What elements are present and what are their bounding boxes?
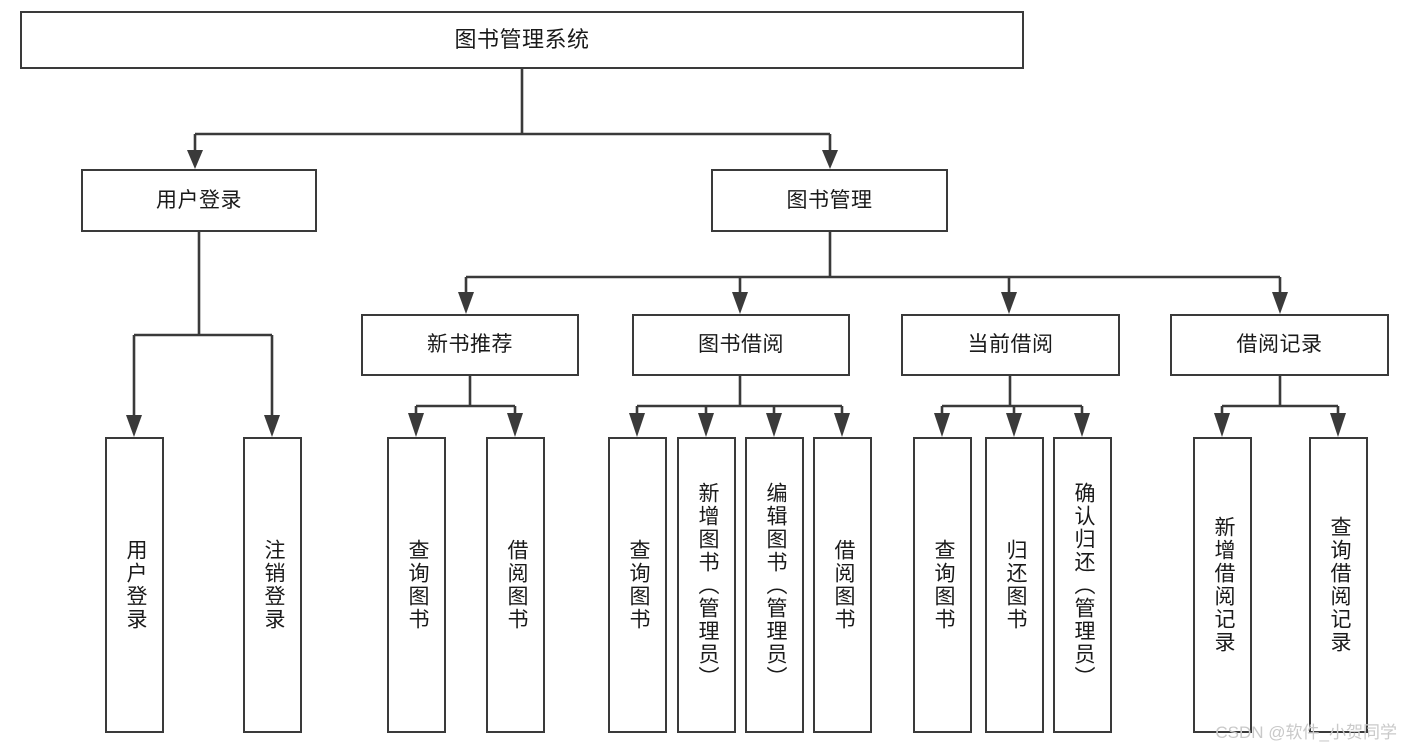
node-root-system[interactable]: 图书管理系统 [20,11,1024,69]
node-leaf-logout-login[interactable]: 注销登录 [243,437,302,733]
node-current-borrow[interactable]: 当前借阅 [901,314,1120,376]
node-label: 查询图书 [931,539,955,631]
node-leaf-return-book[interactable]: 归还图书 [985,437,1044,733]
node-label: 用户登录 [156,188,242,212]
node-leaf-query-book-current[interactable]: 查询图书 [913,437,972,733]
node-label: 借阅图书 [504,539,528,631]
node-leaf-user-login[interactable]: 用户登录 [105,437,164,733]
node-leaf-add-borrow-record[interactable]: 新增借阅记录 [1193,437,1252,733]
watermark-text: CSDN @软件_小贺同学 [1215,723,1397,742]
node-borrow-record[interactable]: 借阅记录 [1170,314,1389,376]
node-label: 图书管理 [786,188,873,212]
node-label: 归还图书 [1003,539,1027,631]
node-label: 图书借阅 [698,333,784,357]
node-leaf-confirm-return-admin[interactable]: 确认归还（管理员） [1053,437,1112,733]
node-leaf-query-borrow-record[interactable]: 查询借阅记录 [1309,437,1368,733]
node-label: 借阅记录 [1236,333,1323,357]
node-leaf-borrow-book-recommend[interactable]: 借阅图书 [486,437,545,733]
node-book-borrow[interactable]: 图书借阅 [632,314,850,376]
node-leaf-edit-book-admin[interactable]: 编辑图书（管理员） [745,437,804,733]
node-book-management[interactable]: 图书管理 [711,169,948,232]
node-user-login[interactable]: 用户登录 [81,169,317,232]
node-label: 编辑图书（管理员） [763,481,787,689]
node-label: 新书推荐 [427,333,513,357]
node-leaf-query-book-recommend[interactable]: 查询图书 [387,437,446,733]
node-label: 新增图书（管理员） [695,481,719,689]
node-leaf-add-book-admin[interactable]: 新增图书（管理员） [677,437,736,733]
node-label: 借阅图书 [831,539,855,631]
node-new-book-recommend[interactable]: 新书推荐 [361,314,579,376]
node-label: 查询图书 [626,539,650,631]
node-label: 查询图书 [405,539,429,631]
node-label: 当前借阅 [967,333,1054,357]
node-label: 图书管理系统 [454,26,590,52]
node-label: 查询借阅记录 [1327,516,1351,654]
node-label: 新增借阅记录 [1211,516,1235,654]
node-leaf-borrow-book[interactable]: 借阅图书 [813,437,872,733]
node-leaf-query-book-borrow[interactable]: 查询图书 [608,437,667,733]
node-label: 注销登录 [261,539,285,631]
node-label: 确认归还（管理员） [1071,481,1095,689]
node-label: 用户登录 [123,539,147,631]
